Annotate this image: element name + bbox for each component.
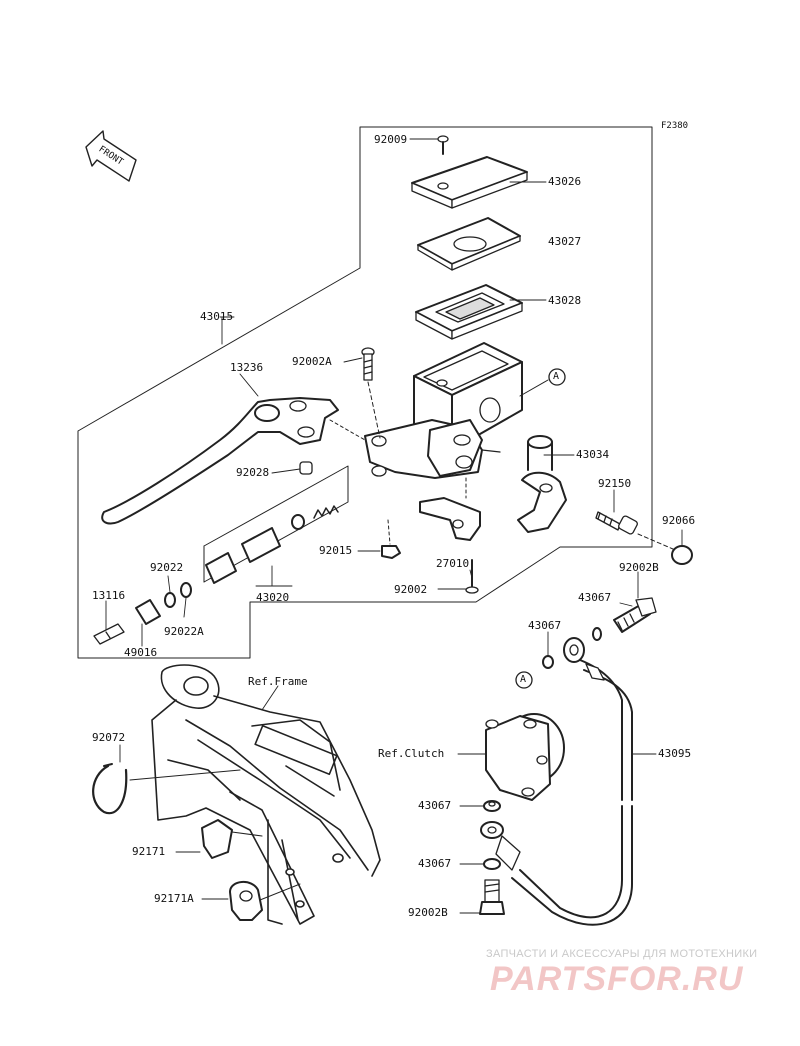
label-92002B-bottom: 92002B bbox=[408, 906, 448, 919]
label-27010: 27010 bbox=[436, 557, 470, 570]
clamp-92171A bbox=[229, 881, 301, 921]
label-43067-b: 43067 bbox=[528, 619, 562, 632]
label-43027: 43027 bbox=[548, 235, 582, 248]
piston-kit-43020 bbox=[203, 465, 349, 584]
label-13236: 13236 bbox=[230, 361, 264, 374]
label-92066: 92066 bbox=[662, 514, 696, 527]
label-ref-frame: Ref.Frame bbox=[248, 675, 308, 688]
clamp-92072 bbox=[92, 763, 128, 815]
slave-cylinder-ref-clutch bbox=[485, 713, 565, 801]
clutch-hose-43095 bbox=[511, 659, 633, 926]
label-13116: 13116 bbox=[92, 589, 126, 602]
reservoir-cap-43026 bbox=[411, 156, 528, 209]
label-ref-a-bottom: A bbox=[520, 674, 527, 685]
watermark-logo: PARTSFOR.RU bbox=[490, 960, 744, 998]
label-ref-clutch: Ref.Clutch bbox=[378, 747, 445, 760]
label-43067-c: 43067 bbox=[418, 799, 452, 812]
pin-13116 bbox=[93, 623, 125, 645]
label-92022: 92022 bbox=[150, 561, 184, 574]
diaphragm-43028 bbox=[415, 284, 523, 340]
watermark-tagline: ЗАПЧАСТИ И АКСЕССУАРЫ ДЛЯ МОТОТЕХНИКИ bbox=[486, 948, 758, 960]
label-43015: 43015 bbox=[200, 310, 234, 323]
label-92002A: 92002A bbox=[292, 355, 332, 368]
front-arrow-icon: FRONT bbox=[85, 130, 137, 182]
leader-lines bbox=[105, 138, 683, 914]
bush-92028 bbox=[299, 461, 313, 475]
clamp-92171 bbox=[201, 819, 263, 859]
ref-a-marker-top bbox=[519, 368, 566, 397]
nut-92015 bbox=[381, 519, 401, 559]
bush-49016 bbox=[135, 599, 161, 625]
clamp-43034 bbox=[517, 435, 567, 533]
clutch-lever-13236 bbox=[101, 397, 366, 525]
ref-a-marker-bottom bbox=[515, 671, 533, 689]
label-ref-a-top: A bbox=[553, 371, 560, 382]
frame-ref bbox=[129, 664, 381, 925]
label-92009: 92009 bbox=[374, 133, 408, 146]
label-92171: 92171 bbox=[132, 845, 166, 858]
bolt-92002A bbox=[361, 347, 381, 439]
label-43067-a: 43067 bbox=[578, 591, 612, 604]
label-92002B-top: 92002B bbox=[619, 561, 659, 574]
label-92015: 92015 bbox=[319, 544, 353, 557]
bolt-92150 bbox=[595, 511, 681, 553]
label-92022A: 92022A bbox=[164, 625, 204, 638]
label-92028: 92028 bbox=[236, 466, 270, 479]
label-92072: 92072 bbox=[92, 731, 126, 744]
screw-92002 bbox=[465, 559, 479, 594]
figure-code: F2380 bbox=[661, 121, 689, 131]
plate-43027 bbox=[417, 217, 521, 271]
label-43034: 43034 bbox=[576, 448, 610, 461]
banjo-stack-bottom bbox=[479, 800, 521, 915]
label-43095: 43095 bbox=[658, 747, 692, 760]
cap-92066 bbox=[671, 545, 693, 565]
label-92002: 92002 bbox=[394, 583, 428, 596]
switch-27010 bbox=[419, 477, 481, 541]
label-49016: 49016 bbox=[124, 646, 158, 659]
screw-92009 bbox=[437, 135, 449, 155]
label-43067-d: 43067 bbox=[418, 857, 452, 870]
washer-92022A bbox=[180, 582, 192, 598]
label-43026: 43026 bbox=[548, 175, 582, 188]
label-43028: 43028 bbox=[548, 294, 582, 307]
label-92171A: 92171A bbox=[154, 892, 194, 905]
assembly-outline bbox=[77, 126, 653, 659]
label-92150: 92150 bbox=[598, 477, 632, 490]
banjo-fitting-top bbox=[542, 627, 602, 669]
master-cylinder-body bbox=[364, 342, 523, 479]
banjo-bolt-92002B-top bbox=[613, 597, 657, 633]
label-43020: 43020 bbox=[256, 591, 290, 604]
washer-92022 bbox=[164, 592, 176, 608]
